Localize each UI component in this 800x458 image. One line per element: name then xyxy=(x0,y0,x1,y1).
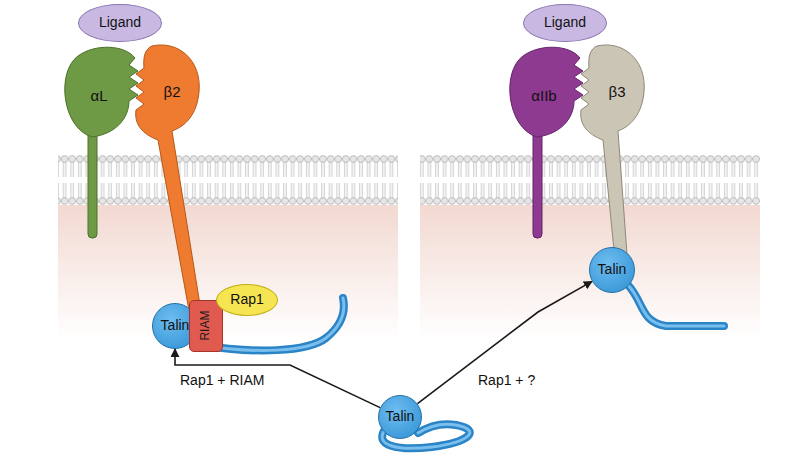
node-label: αIIb xyxy=(531,88,556,105)
arrow-connector xyxy=(418,281,593,403)
rap1-ellipse: Rap1 xyxy=(216,284,278,316)
node-label: RIAM xyxy=(199,311,212,341)
ligand-ellipse: Ligand xyxy=(78,4,162,42)
riam-box: RIAM xyxy=(189,300,223,352)
node-label: β3 xyxy=(609,84,626,101)
node-label: Talin xyxy=(386,409,415,424)
arrow-connector xyxy=(175,349,380,408)
node-label: Talin xyxy=(161,318,190,333)
beta-subunit: β2 xyxy=(157,81,187,103)
talin-head: Talin xyxy=(589,247,635,293)
node-label: Ligand xyxy=(99,15,141,30)
edge-label: Rap1 + ? xyxy=(478,372,535,389)
edge-label: Rap1 + RIAM xyxy=(180,372,264,389)
alpha-subunit: αL xyxy=(84,85,114,107)
beta-subunit: β3 xyxy=(602,81,632,103)
node-label: αL xyxy=(90,88,107,105)
node-label: Rap1 xyxy=(230,292,263,307)
node-label: Ligand xyxy=(544,15,586,30)
alpha-subunit: αIIb xyxy=(526,85,562,107)
ligand-ellipse: Ligand xyxy=(523,4,607,42)
node-label: Talin xyxy=(598,262,627,277)
node-label: β2 xyxy=(164,84,181,101)
talin-head: Talin xyxy=(378,395,422,439)
